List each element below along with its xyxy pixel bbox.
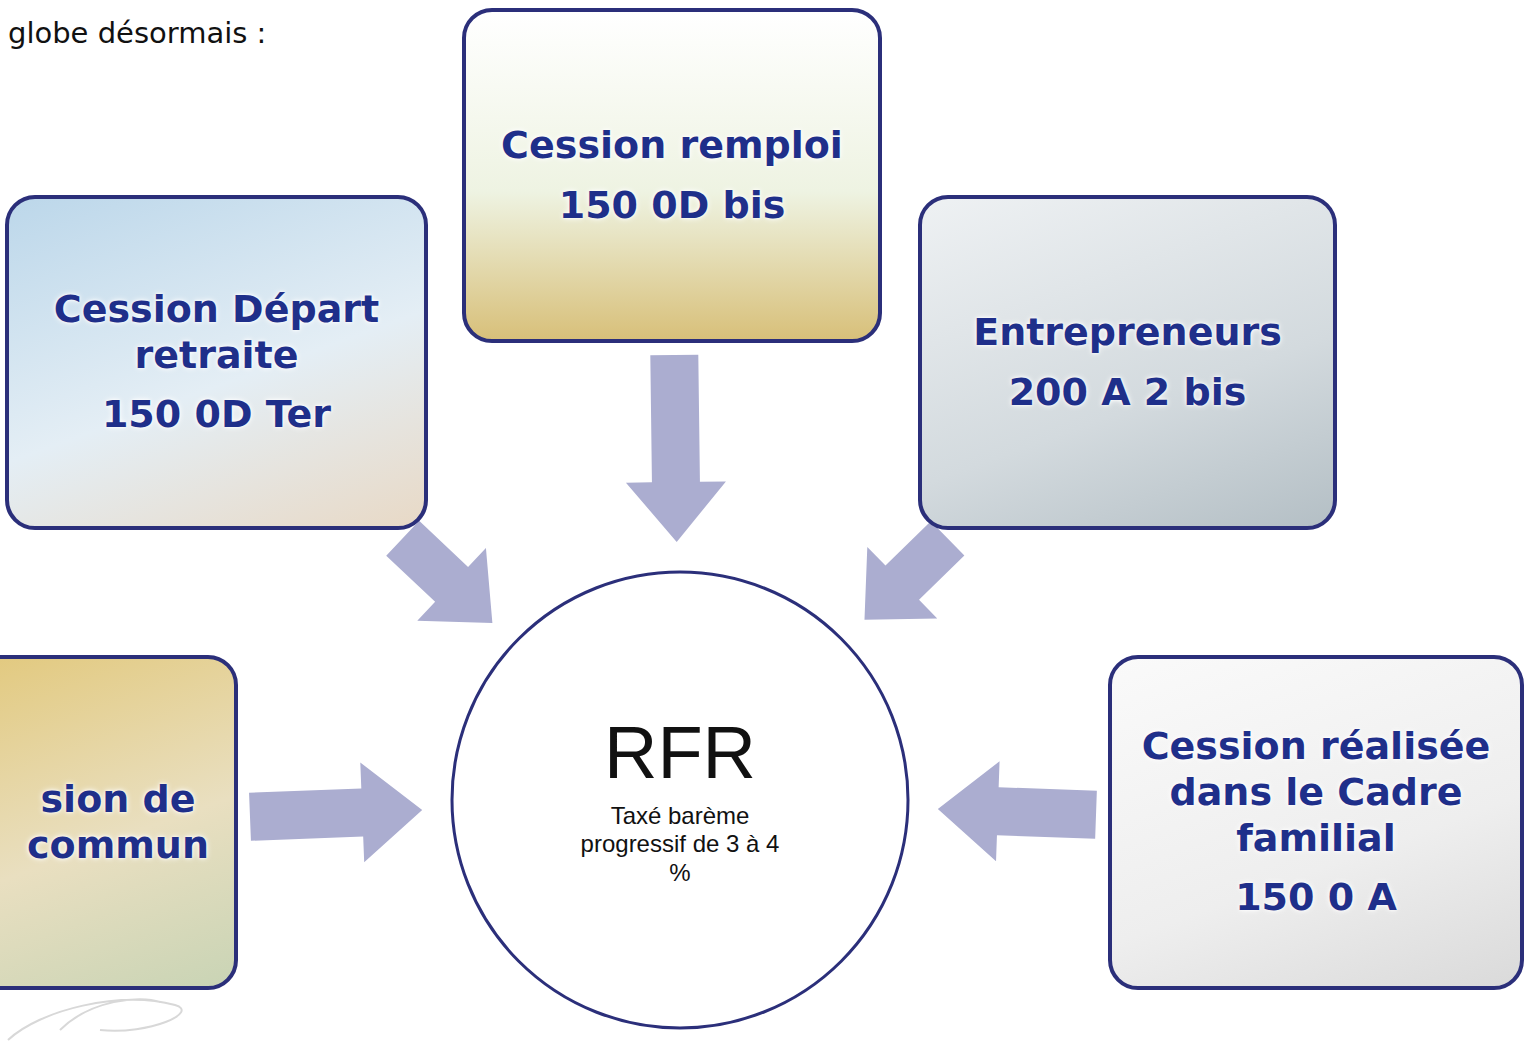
circle-outline — [452, 572, 908, 1028]
node-subtitle: 150 0 A — [1235, 875, 1397, 921]
node-title: Entrepreneurs — [973, 310, 1282, 356]
node-title: RFR — [604, 712, 756, 793]
node-subtitle: 200 A 2 bis — [1009, 370, 1247, 416]
node-title: Cession Départ retraite — [25, 287, 408, 378]
signature-mark — [8, 999, 182, 1040]
node-subtitle: 150 0D bis — [559, 183, 786, 229]
block-arrow — [249, 762, 422, 862]
category-box: Cession Départ retraite 150 0D Ter — [5, 195, 428, 530]
category-box: Cession réalisée dans le Cadre familial 1… — [1108, 655, 1524, 990]
block-arrow — [864, 521, 964, 619]
category-box: sion de commun — [0, 655, 238, 990]
category-box: Cession remploi 150 0D bis — [462, 8, 882, 343]
block-arrow — [938, 761, 1097, 861]
node-title: Cession remploi — [501, 123, 843, 169]
node-subtitle: Taxé barème progressif de 3 à 4 % — [570, 802, 790, 888]
category-box: Entrepreneurs 200 A 2 bis — [918, 195, 1337, 530]
heading-fragment: globe désormais : — [8, 16, 266, 50]
node-subtitle: 150 0D Ter — [102, 392, 331, 438]
center-circle: RFR Taxé barème progressif de 3 à 4 % — [450, 570, 910, 1030]
node-title: sion de commun — [18, 777, 218, 868]
node-title: Cession réalisée dans le Cadre familial — [1128, 724, 1504, 861]
circle-outline — [450, 570, 910, 1030]
block-arrow — [386, 521, 492, 623]
block-arrow — [626, 355, 726, 542]
